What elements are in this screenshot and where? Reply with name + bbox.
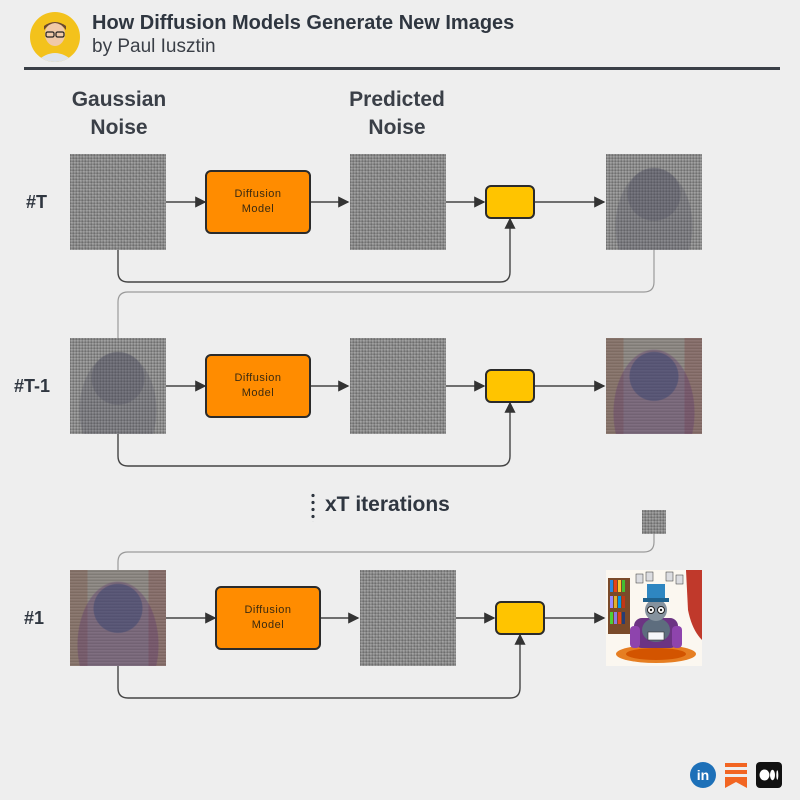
gaussian-noise-heading-text: Gaussian Noise	[71, 88, 167, 139]
skip-connection-T	[117, 217, 516, 283]
diffusion-model-box-T: Diffusion Model	[205, 170, 311, 234]
row-label-T-1: #T-1	[14, 376, 51, 396]
gaussian-noise-image-T	[70, 154, 166, 250]
denoised-output-image-T	[606, 154, 702, 250]
diffusion-model-label-T-1: Diffusion Model	[234, 372, 282, 399]
subtract-noise-box-T	[485, 185, 535, 219]
subtract-noise-box-1	[495, 601, 545, 635]
iterations-label: xT iterations	[325, 493, 450, 516]
diffusion-model-label-T: Diffusion Model	[234, 188, 282, 215]
page-title: How Diffusion Models Generate New Images	[92, 12, 515, 34]
predicted-noise-heading: Predicted Noise	[322, 86, 472, 142]
diffusion-model-label-1: Diffusion Model	[244, 604, 292, 631]
skip-connection-T1	[117, 401, 516, 467]
row-label-1: #1	[24, 608, 45, 628]
predicted-noise-image-1	[360, 570, 456, 666]
denoised-output-image-T-1	[606, 338, 702, 434]
subtract-noise-box-T-1	[485, 369, 535, 403]
author-byline: by Paul Iusztin	[92, 36, 216, 57]
diffusion-model-box-1: Diffusion Model	[215, 586, 321, 650]
linkedin-icon[interactable]: in	[690, 762, 716, 788]
substack-icon[interactable]	[724, 762, 748, 788]
skip-connection-1	[117, 633, 526, 699]
predicted-noise-heading-text: Predicted Noise	[349, 88, 445, 139]
predicted-noise-image-T-1	[350, 338, 446, 434]
row-label-T: #T	[26, 192, 48, 212]
final-generated-image	[606, 570, 702, 666]
feedback-T-to-T1	[117, 250, 655, 338]
noisy-input-image-1	[70, 570, 166, 666]
predicted-noise-image-T	[350, 154, 446, 250]
feedback-iterations-to-1	[117, 534, 655, 570]
author-avatar	[30, 12, 80, 62]
gaussian-noise-heading: Gaussian Noise	[44, 86, 194, 142]
vertical-ellipsis-icon	[311, 492, 315, 522]
medium-icon[interactable]	[756, 762, 782, 788]
noisy-input-image-T-1	[70, 338, 166, 434]
diffusion-model-box-T-1: Diffusion Model	[205, 354, 311, 418]
intermediate-thumbnail	[642, 510, 666, 534]
header-divider	[24, 67, 780, 70]
